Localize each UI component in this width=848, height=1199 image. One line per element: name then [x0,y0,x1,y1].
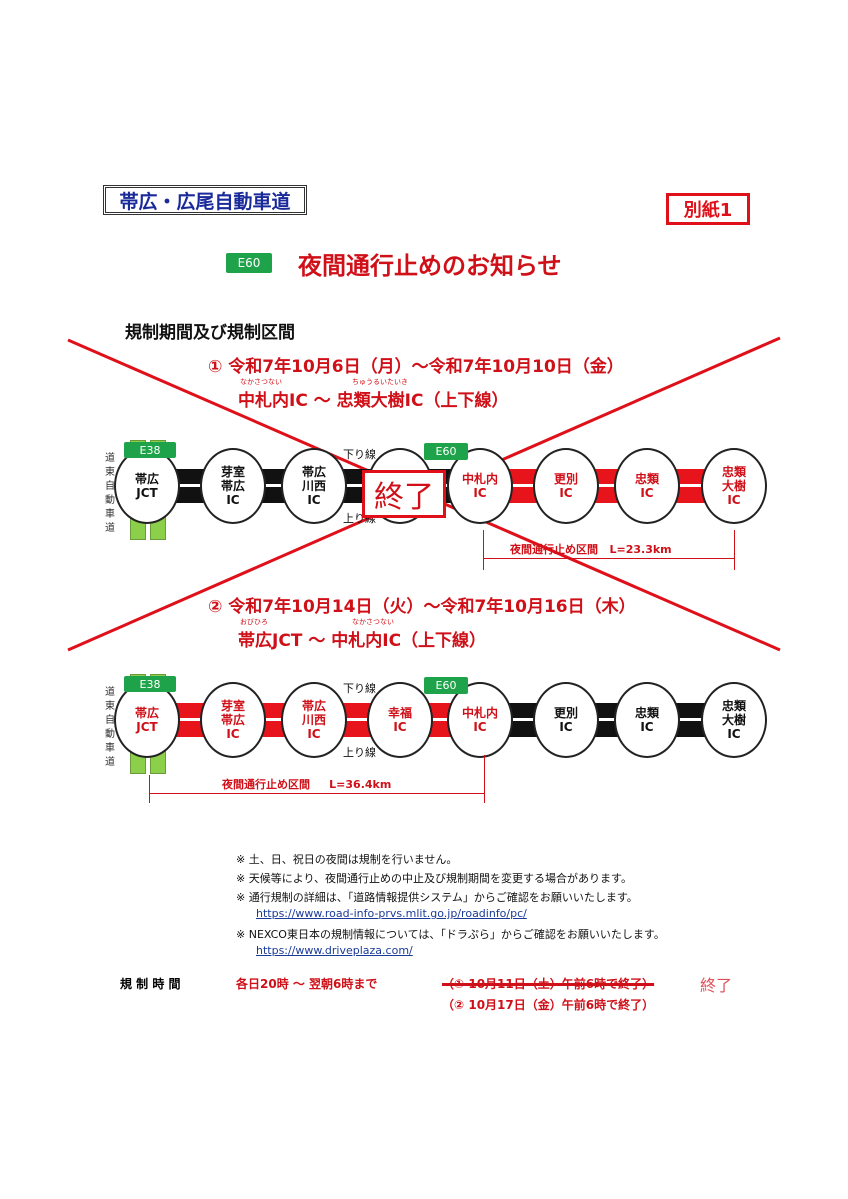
period-2-dates: ② 令和7年10月14日（火）～令和7年10月16日（木） [208,597,636,617]
side-road-name: 道東自動車道 [105,453,115,534]
interchange-node: 忠類 IC [614,682,680,758]
interchange-node: 帯広 JCT [114,448,180,524]
schedule-hours: 各日20時 ～ 翌朝6時まで [236,977,378,991]
main-road-badge: E60 [424,677,468,694]
dim-tick [484,755,485,803]
route-tilde: ～ [313,391,331,411]
side-road-badge: E38 [124,442,176,458]
route-from: 中札内IC [238,391,308,411]
route-to: 忠類大樹IC（上下線） [336,391,509,411]
period-2-from-ruby: おびひろ [240,618,268,626]
dim-tick [483,530,484,570]
interchange-node: 帯広 JCT [114,682,180,758]
period-1-to-ruby: ちゅうるいたいき [352,378,408,386]
road-info-link[interactable]: https://www.road-info-prvs.mlit.go.jp/ro… [256,907,527,920]
main-road-badge: E60 [424,443,468,460]
interchange-node: 中札内 IC [447,448,513,524]
schedule-end-1-struck: （① 10月11日（土）午前6時で終了） [442,977,655,991]
interchange-node: 中札内 IC [447,682,513,758]
page-title: 夜間通行止めのお知らせ [298,252,562,280]
interchange-node: 忠類 大樹 IC [701,682,767,758]
interchange-node: 帯広 川西 IC [281,448,347,524]
ended-stamp: 終了 [362,470,446,518]
period-1-from-ruby: なかさつない [240,378,282,386]
route-from: 帯広JCT [238,631,303,651]
note-4: ※ NEXCO東日本の規制情報については、「ドラぷら」からご確認をお願いいたしま… [236,928,665,941]
schedule-end-2: （② 10月17日（金）午前6時で終了） [442,998,655,1012]
interchange-node: 幸福 IC [367,682,433,758]
down-line-label: 下り線 [343,448,376,461]
route-to: 中札内IC（上下線） [331,631,487,651]
schedule-label: 規 制 時 間 [120,977,181,991]
route-tilde: ～ [308,631,326,651]
closure-dimension-1 [484,558,734,559]
section-title: 規制期間及び規制区間 [125,323,295,343]
annex-label: 別紙1 [666,193,750,225]
period-1-dates: ① 令和7年10月6日（月）～令和7年10月10日（金） [208,357,624,377]
schedule-end-1-status: 終了 [700,976,733,995]
side-road-name: 道東自動車道 [105,687,115,768]
note-3: ※ 通行規制の詳細は、「道路情報提供システム」からご確認をお願いいたします。 [236,891,638,904]
side-road-badge: E38 [124,676,176,692]
closure-label-2: 夜間通行止め区間 L=36.4km [222,778,392,791]
dim-tick [149,775,150,803]
dim-tick [734,530,735,570]
road-name-box: 帯広・広尾自動車道 [103,185,307,215]
interchange-node: 芽室 帯広 IC [200,448,266,524]
interchange-node: 帯広 川西 IC [281,682,347,758]
interchange-node: 更別 IC [533,682,599,758]
route-badge: E60 [226,253,272,273]
period-2-to-ruby: なかさつない [352,618,394,626]
period-2-route: 帯広JCT ～ 中札内IC（上下線） [238,626,486,651]
driveplaza-link[interactable]: https://www.driveplaza.com/ [256,944,413,957]
interchange-node: 忠類 大樹 IC [701,448,767,524]
note-1: ※ 土、日、祝日の夜間は規制を行いません。 [236,853,458,866]
down-line-label: 下り線 [343,682,376,695]
interchange-node: 忠類 IC [614,448,680,524]
up-line-label: 上り線 [343,746,376,759]
period-1-route: 中札内IC ～ 忠類大樹IC（上下線） [238,386,508,411]
note-2: ※ 天候等により、夜間通行止めの中止及び規制期間を変更する場合があります。 [236,872,632,885]
closure-dimension-2 [150,793,484,794]
interchange-node: 芽室 帯広 IC [200,682,266,758]
closure-label-1: 夜間通行止め区間 L=23.3km [510,543,672,556]
interchange-node: 更別 IC [533,448,599,524]
